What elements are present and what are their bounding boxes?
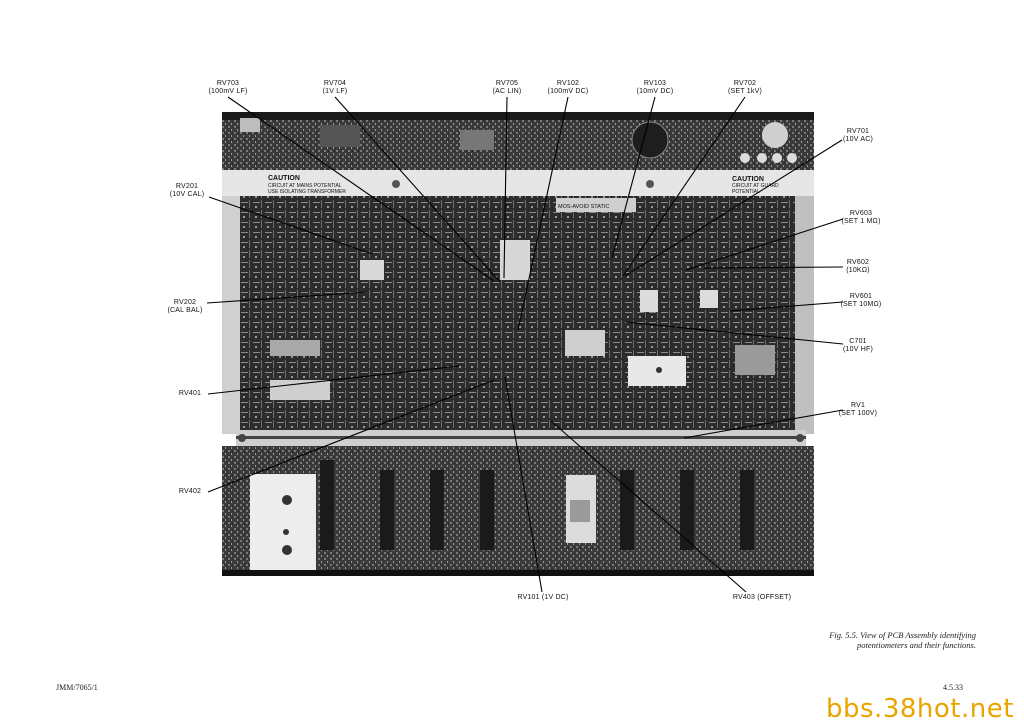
- label-rv704: RV704 (1V LF): [310, 80, 360, 96]
- label-rv201-name: RV201: [175, 183, 199, 190]
- caution-left-sub1: CIRCUIT AT MAINS POTENTIAL: [268, 183, 342, 189]
- leader-rv403: [550, 420, 747, 593]
- label-rv704-func: (1V LF): [322, 88, 348, 95]
- leader-rv602: [703, 266, 844, 269]
- label-rv403: RV403 (OFFSET): [726, 594, 798, 602]
- label-rv705-func: (AC LIN): [492, 88, 522, 95]
- leader-rv103: [611, 96, 656, 259]
- label-rv603: RV603 (SET 1 MΩ): [836, 210, 886, 226]
- leader-rv101: [504, 376, 543, 593]
- label-rv603-name: RV603: [849, 210, 873, 217]
- leader-rv702: [622, 96, 746, 277]
- label-rv704-name: RV704: [323, 80, 347, 87]
- leader-rv201: [208, 196, 373, 255]
- label-rv402-name: RV402: [178, 488, 202, 495]
- label-rv601-func: (SET 10MΩ): [840, 301, 882, 308]
- leader-c701: [625, 321, 844, 345]
- label-rv403-name: RV403 (OFFSET): [732, 594, 792, 601]
- label-rv102-func: (100mV DC): [547, 88, 589, 95]
- caption-line-2: potentiometers and their functions.: [857, 640, 976, 650]
- label-rv703-name: RV703: [216, 80, 240, 87]
- label-rv202: RV202 (CAL BAL): [158, 299, 212, 315]
- label-rv701-func: (10V AC): [843, 136, 873, 143]
- label-rv102: RV102 (100mV DC): [540, 80, 596, 96]
- label-rv202-func: (CAL BAL): [167, 307, 203, 314]
- leader-rv703: [227, 96, 495, 282]
- label-c701: C701 (10V HF): [836, 338, 880, 354]
- footer-page-number: 4.5.33: [943, 683, 963, 692]
- label-rv201-func: (10V CAL): [169, 191, 205, 198]
- label-rv702-name: RV702: [733, 80, 757, 87]
- leader-rv603: [685, 218, 844, 271]
- label-rv401-name: RV401: [178, 390, 202, 397]
- leader-rv1: [683, 409, 844, 439]
- label-rv103-name: RV103: [643, 80, 667, 87]
- label-rv202-name: RV202: [173, 299, 197, 306]
- label-rv1-func: (SET 100V): [838, 410, 878, 417]
- label-rv601: RV601 (SET 10MΩ): [836, 293, 886, 309]
- label-rv401: RV401: [170, 390, 210, 398]
- caution-right-sub2: POTENTIAL: [732, 189, 760, 195]
- label-rv705: RV705 (AC LIN): [482, 80, 532, 96]
- label-rv705-name: RV705: [495, 80, 519, 87]
- label-rv601-name: RV601: [849, 293, 873, 300]
- leader-rv601: [729, 301, 844, 312]
- caution-right-sub1: CIRCUIT AT GUARD: [732, 183, 779, 189]
- label-c701-name: C701: [849, 338, 867, 345]
- leader-rv704: [334, 96, 501, 283]
- caution-left-sub2: USE ISOLATING TRANSFORMER: [268, 189, 346, 195]
- label-rv101: RV101 (1V DC): [512, 594, 574, 602]
- label-rv1-name: RV1: [850, 402, 866, 409]
- leader-rv705: [503, 96, 508, 279]
- label-rv402: RV402: [170, 488, 210, 496]
- leader-rv401: [207, 365, 460, 395]
- label-rv201: RV201 (10V CAL): [160, 183, 214, 199]
- mos-label: MOS-AVOID STATIC: [558, 204, 609, 210]
- watermark: bbs.38hot.net: [826, 694, 1014, 724]
- label-rv702-func: (SET 1kV): [728, 88, 762, 95]
- figure-caption: Fig. 5.5. View of PCB Assembly identifyi…: [760, 630, 976, 650]
- label-rv602-func: (10KΩ): [846, 267, 870, 274]
- label-rv101-name: RV101 (1V DC): [517, 594, 569, 601]
- leader-rv402: [207, 379, 495, 493]
- footer-document-ref: JMM/7065/1: [56, 683, 98, 692]
- label-rv102-name: RV102: [556, 80, 580, 87]
- leader-rv102: [517, 96, 569, 331]
- label-rv602-name: RV602: [846, 259, 870, 266]
- leader-rv202: [206, 291, 369, 304]
- label-rv103: RV103 (10mV DC): [628, 80, 682, 96]
- leader-rv701: [624, 139, 843, 277]
- label-rv701: RV701 (10V AC): [836, 128, 880, 144]
- caution-right-title: CAUTION: [732, 176, 764, 183]
- label-rv703: RV703 (100mV LF): [200, 80, 256, 96]
- label-rv703-func: (100mV LF): [208, 88, 248, 95]
- caution-strip: [222, 170, 814, 196]
- label-c701-func: (10V HF): [843, 346, 873, 353]
- label-rv103-func: (10mV DC): [636, 88, 674, 95]
- label-rv602: RV602 (10KΩ): [836, 259, 880, 275]
- label-rv1: RV1 (SET 100V): [836, 402, 880, 418]
- caution-left-title: CAUTION: [268, 175, 300, 182]
- caption-line-1: Fig. 5.5. View of PCB Assembly identifyi…: [829, 630, 976, 640]
- label-rv702: RV702 (SET 1kV): [718, 80, 772, 96]
- label-rv701-name: RV701: [846, 128, 870, 135]
- label-rv603-func: (SET 1 MΩ): [841, 218, 881, 225]
